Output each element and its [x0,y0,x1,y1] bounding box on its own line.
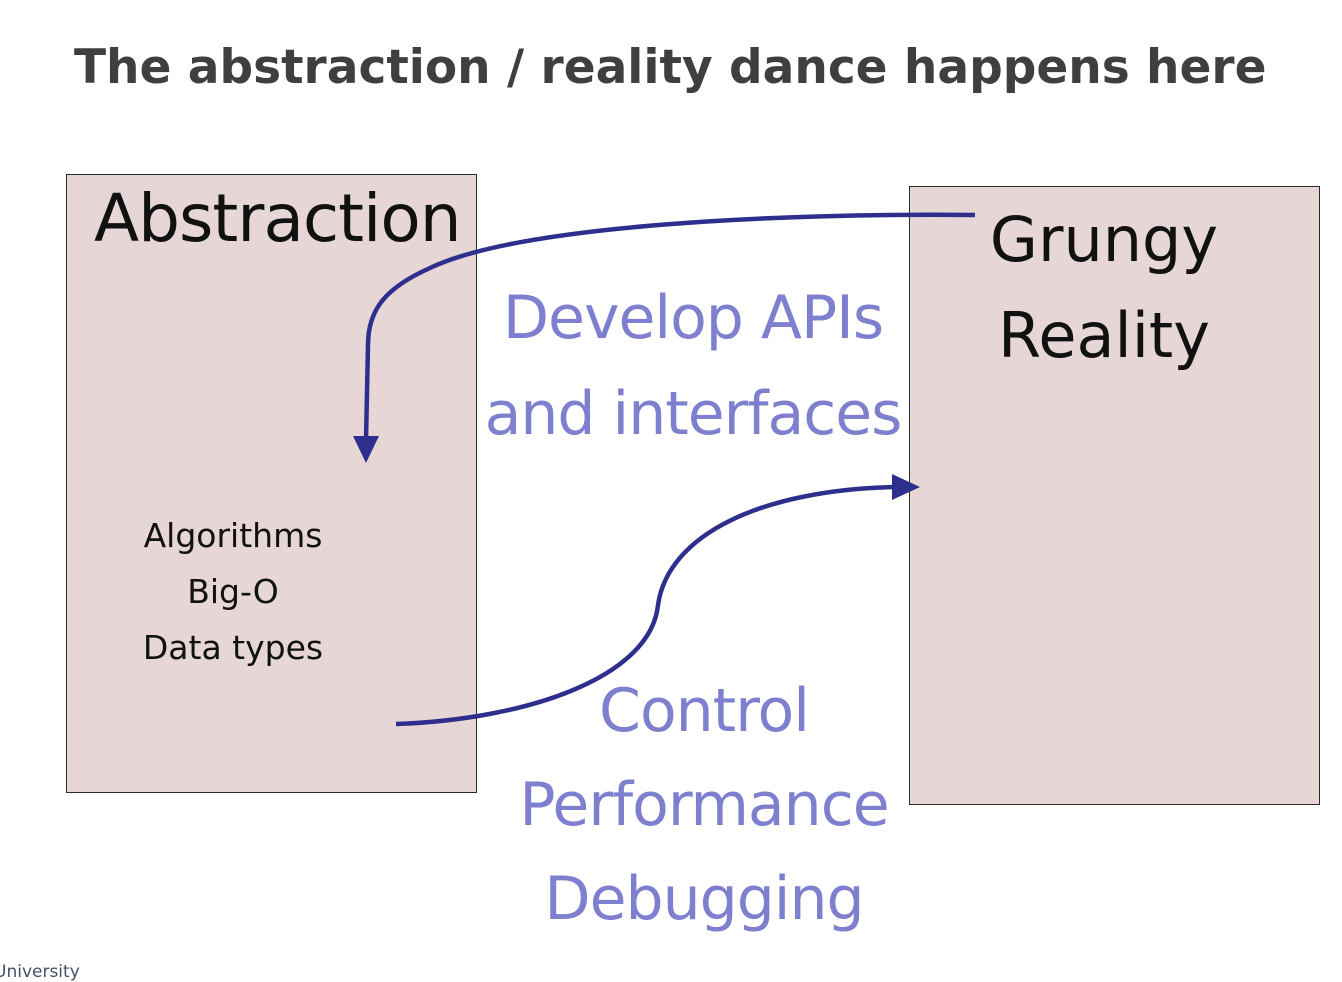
topic-item: Data types [142,628,324,667]
label-line: Performance [519,770,889,840]
control-performance-label: Control Performance Debugging [474,664,934,946]
slide-title: The abstraction / reality dance happens … [74,40,1267,95]
reality-box [909,186,1320,805]
topic-item: Big-O [187,572,279,611]
label-line: and interfaces [484,379,903,449]
label-line: Develop APIs [502,283,884,353]
label-line: Debugging [544,864,864,934]
abstraction-heading: Abstraction [94,180,462,257]
footer-logo-text: University [0,962,80,982]
abstraction-topics: Algorithms Big-O Data types [110,508,356,676]
topic-item: Algorithms [143,516,323,555]
label-line: Control [599,676,810,746]
reality-heading-line: Grungy [989,203,1219,276]
develop-apis-label: Develop APIs and interfaces [462,270,924,462]
reality-heading: Grungy Reality [980,192,1228,384]
reality-heading-line: Reality [998,299,1210,372]
abstraction-box [66,174,477,793]
